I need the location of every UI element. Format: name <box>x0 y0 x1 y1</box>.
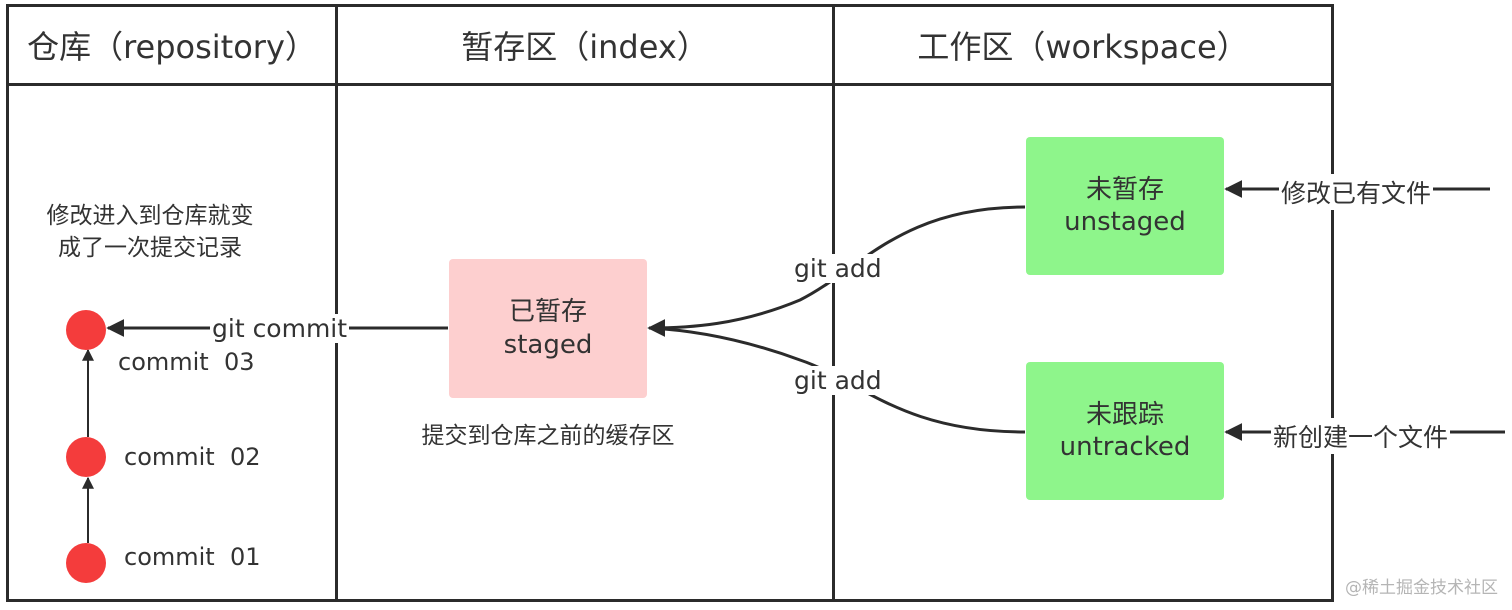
staged-box-label-en: staged <box>503 329 593 360</box>
untracked-box-label-cn: 未跟踪 <box>1085 399 1164 430</box>
watermark: @稀土掘金技术社区 <box>1345 578 1498 598</box>
index-note: 提交到仓库之前的缓存区 <box>421 423 675 449</box>
header-divider <box>6 83 1334 86</box>
untracked-box-label-en: untracked <box>1059 432 1191 462</box>
modify-existing-label: 修改已有文件 <box>1279 174 1434 210</box>
untracked-box: 未跟踪 untracked <box>1026 362 1224 500</box>
diagram-frame <box>6 4 1334 602</box>
unstaged-box: 未暂存 unstaged <box>1026 137 1224 275</box>
commit-dot-03 <box>66 310 106 350</box>
commit-label-01: commit 01 <box>124 543 261 571</box>
git-add-bottom-label: git add <box>792 366 884 395</box>
commit-label-02: commit 02 <box>124 443 261 471</box>
repository-note: 修改进入到仓库就变 成了一次提交记录 <box>20 200 280 264</box>
column-divider-2 <box>832 4 835 602</box>
repository-note-line2: 成了一次提交记录 <box>58 235 242 262</box>
git-add-top-label: git add <box>792 254 884 283</box>
commit-dot-02 <box>66 437 106 477</box>
header-workspace: 工作区（workspace） <box>917 28 1249 66</box>
git-add-bottom-curve <box>648 326 1026 434</box>
git-add-top-curve <box>647 205 1026 337</box>
repository-note-line1: 修改进入到仓库就变 <box>46 203 254 229</box>
git-commit-label: git commit <box>210 314 350 343</box>
header-index: 暂存区（index） <box>461 28 709 66</box>
staged-box-label-cn: 已暂存 <box>508 297 587 327</box>
header-repository: 仓库（repository） <box>27 28 317 66</box>
unstaged-box-label-en: unstaged <box>1064 207 1186 237</box>
new-file-label: 新创建一个文件 <box>1271 418 1451 454</box>
column-divider-1 <box>335 4 338 602</box>
unstaged-box-label-cn: 未暂存 <box>1085 174 1164 205</box>
commit-dot-01 <box>66 543 106 583</box>
staged-box: 已暂存 staged <box>449 259 647 398</box>
commit-label-03: commit 03 <box>118 348 255 376</box>
